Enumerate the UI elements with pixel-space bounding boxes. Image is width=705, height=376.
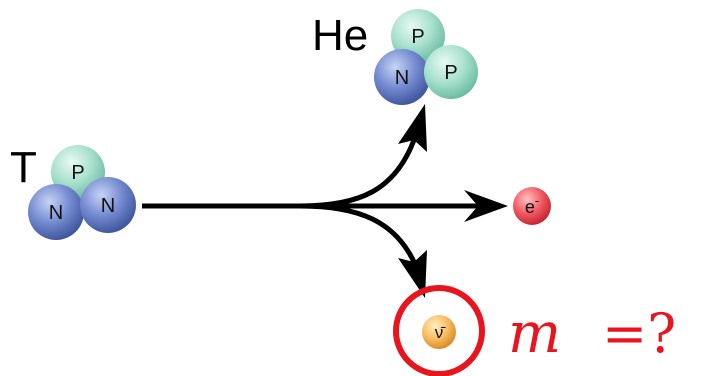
electron-particle [513, 187, 551, 225]
antineutrino-label: ν̄ [435, 323, 447, 342]
highlight-circle [393, 285, 485, 376]
helium-proton-2-label: P [444, 62, 457, 84]
tritium-nucleus: T P N N [10, 143, 136, 240]
helium-neutron-label: N [395, 67, 409, 89]
antineutrino-arrowhead [398, 250, 427, 298]
tritium-neutron-1-label: N [49, 202, 63, 224]
tritium-symbol: T [10, 143, 37, 192]
helium-neutron [374, 49, 430, 105]
electron-arrowhead [464, 190, 508, 222]
mass-variable: m [508, 301, 561, 366]
tritium-neutron-2-label: N [101, 195, 115, 217]
mass-equals-question: =? [602, 302, 676, 365]
helium-arrowhead [398, 104, 427, 152]
antineutrino: ν̄ [393, 285, 485, 376]
helium-symbol: He [312, 11, 368, 60]
helium-proton-2 [424, 45, 478, 99]
helium-branch [299, 139, 417, 209]
antineutrino-branch [299, 203, 417, 264]
tritium-neutron-1 [28, 184, 84, 240]
tritium-proton-label: P [71, 162, 84, 184]
helium-nucleus: He P N P [312, 9, 478, 105]
tritium-neutron-2 [80, 177, 136, 233]
electron-label: e- [525, 193, 539, 217]
antineutrino-particle [422, 315, 456, 349]
electron: e- [513, 187, 551, 225]
decay-arrows [142, 104, 508, 298]
helium-proton-1-label: P [411, 26, 424, 48]
mass-question: m =? [508, 301, 676, 366]
